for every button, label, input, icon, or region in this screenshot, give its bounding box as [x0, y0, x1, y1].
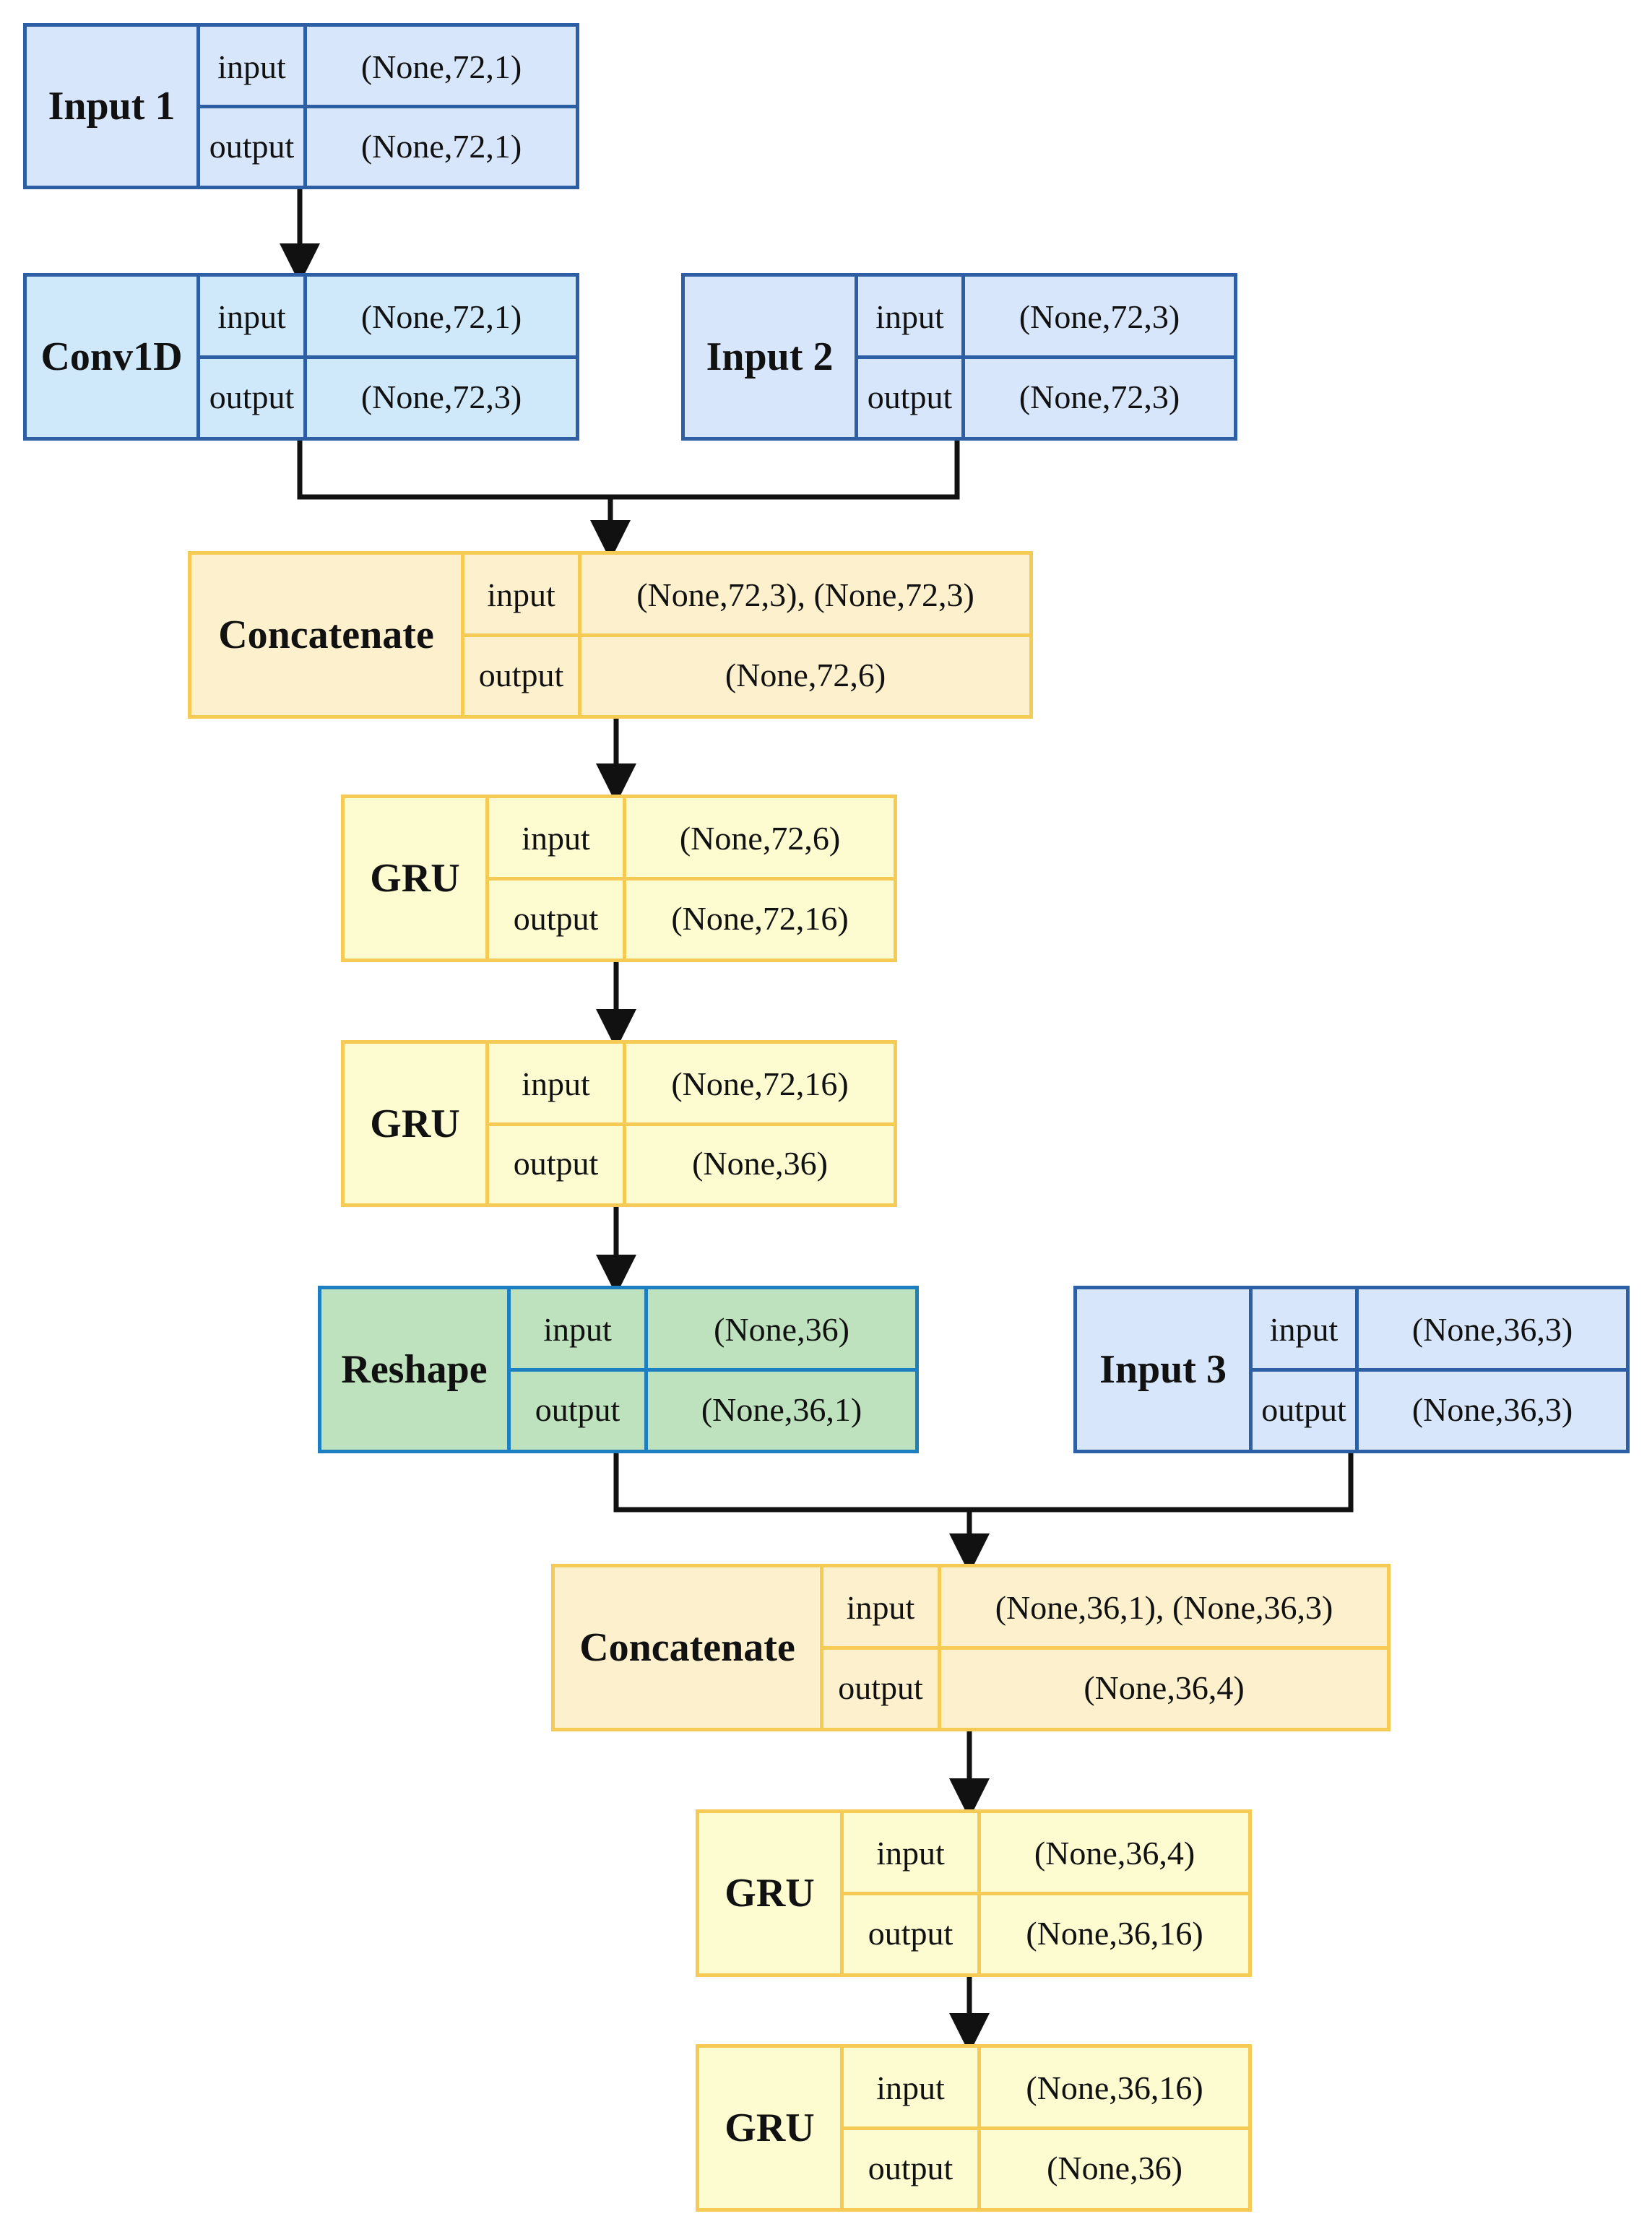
output-label: output	[200, 357, 307, 437]
layer-name: GRU	[699, 1813, 844, 1973]
input-label: input	[200, 277, 307, 357]
input-label: input	[844, 2048, 981, 2128]
row-divider	[844, 1892, 1248, 1895]
row-divider	[511, 1368, 915, 1372]
input-shape: (None,36)	[714, 1311, 849, 1348]
input-shape: (None,72,1)	[360, 298, 522, 335]
layer-name: Concatenate	[555, 1567, 823, 1728]
connector-reshape-input3-merge	[613, 1453, 1354, 1513]
input-label: input	[511, 1289, 648, 1370]
row-divider	[823, 1646, 1387, 1650]
output-shape: (None,36,1)	[701, 1391, 862, 1428]
output-label: output	[844, 2128, 981, 2208]
input-label: input	[1253, 1289, 1359, 1370]
input-shape: (None,36,16)	[1026, 2069, 1203, 2106]
layer-name: Input 1	[27, 27, 200, 186]
layer-name: Input 3	[1077, 1289, 1253, 1450]
input-label: input	[489, 798, 626, 878]
input-shape: (None,72,3)	[1019, 298, 1180, 335]
output-shape: (None,36)	[692, 1145, 828, 1182]
output-label: output	[844, 1893, 981, 1973]
layer-name: Reshape	[321, 1289, 511, 1450]
input-label: input	[464, 555, 581, 635]
row-divider	[489, 1122, 894, 1126]
output-shape: (None,36,3)	[1411, 1391, 1573, 1428]
input-label: input	[200, 27, 307, 106]
row-divider	[1253, 1368, 1626, 1372]
input-label: input	[823, 1567, 941, 1648]
input-shape: (None,36,1), (None,36,3)	[995, 1589, 1333, 1626]
output-label: output	[489, 1123, 626, 1203]
input-label: input	[844, 1813, 981, 1893]
output-label: output	[511, 1370, 648, 1450]
output-shape: (None,72,1)	[360, 127, 522, 165]
input-shape: (None,36,4)	[1034, 1835, 1195, 1872]
row-divider	[200, 105, 576, 108]
layer-name: Concatenate	[191, 555, 464, 715]
output-label: output	[200, 106, 307, 186]
layer-name: Input 2	[685, 277, 858, 437]
input-shape: (None,72,3), (None,72,3)	[636, 576, 974, 613]
layer-name: GRU	[699, 2048, 844, 2208]
output-shape: (None,72,16)	[671, 900, 849, 937]
input-shape: (None,72,6)	[679, 820, 841, 857]
output-shape: (None,72,3)	[1019, 378, 1180, 415]
output-shape: (None,36,4)	[1084, 1669, 1245, 1706]
output-label: output	[489, 878, 626, 959]
input-label: input	[858, 277, 965, 357]
output-label: output	[464, 635, 581, 715]
output-shape: (None,36)	[1047, 2150, 1182, 2186]
output-shape: (None,36,16)	[1026, 1915, 1203, 1952]
row-divider	[844, 2126, 1248, 2130]
input-label: input	[489, 1044, 626, 1124]
input-shape: (None,72,1)	[360, 48, 522, 85]
input-shape: (None,72,16)	[671, 1065, 849, 1102]
output-label: output	[858, 357, 965, 437]
row-divider	[464, 633, 1029, 637]
connector-conv1d-input2-merge	[297, 441, 960, 500]
output-shape: (None,72,3)	[360, 378, 522, 415]
input-shape: (None,36,3)	[1411, 1311, 1573, 1348]
output-label: output	[823, 1648, 941, 1728]
output-label: output	[1253, 1370, 1359, 1450]
row-divider	[858, 355, 1234, 359]
row-divider	[200, 355, 576, 359]
layer-name: GRU	[345, 1044, 489, 1203]
output-shape: (None,72,6)	[725, 657, 886, 693]
layer-name: GRU	[345, 798, 489, 959]
row-divider	[489, 877, 894, 880]
layer-name: Conv1D	[27, 277, 200, 437]
